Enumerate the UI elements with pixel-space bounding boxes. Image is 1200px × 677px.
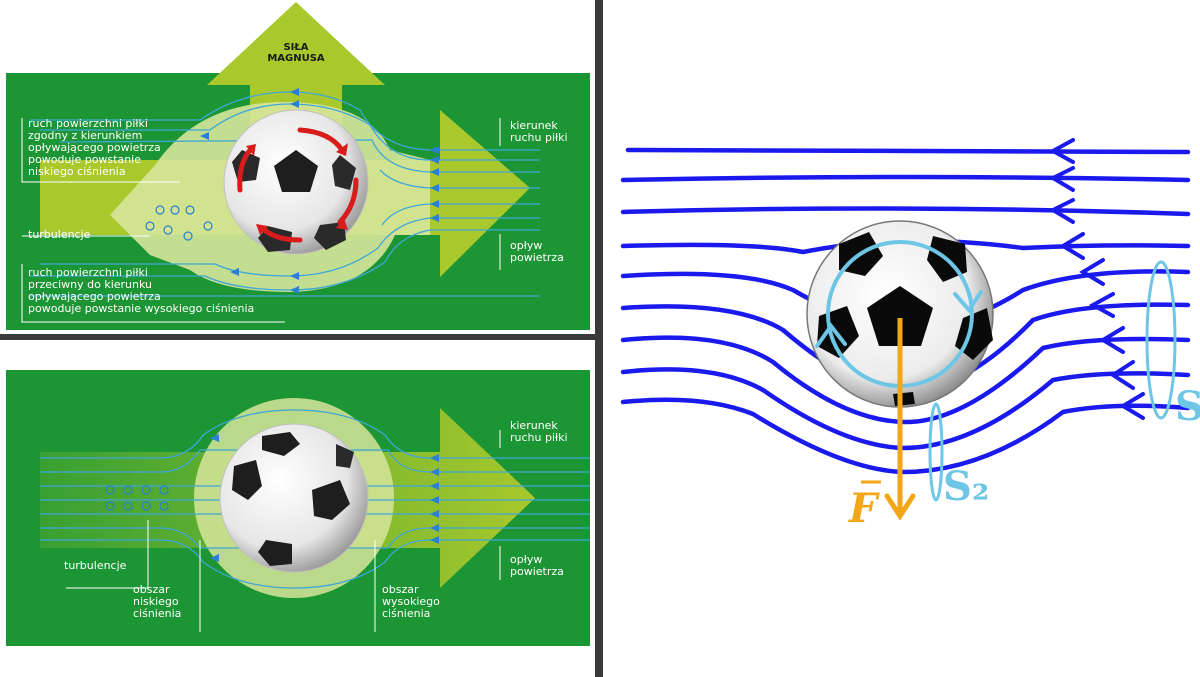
- magnus-force-label: SIŁA MAGNUSA: [267, 42, 325, 64]
- callout-lines: [66, 430, 501, 632]
- streamline-illustration: F S₂ S: [620, 138, 1200, 532]
- pressure-areas-illustration: [6, 370, 590, 646]
- circulation-arrowheads: [815, 290, 983, 348]
- soccer-ball-spinning: [223, 109, 369, 255]
- flow-arrowheads: [210, 434, 439, 562]
- turbulence-swirls: [105, 485, 169, 511]
- turbulence-label: turbulencje: [64, 559, 127, 572]
- high-pressure-explanation: ruch powierzchni piłki przeciwny do kier…: [28, 266, 255, 315]
- ball-direction-label: kierunek ruchu piłki: [510, 419, 568, 444]
- turbulence-label: turbulencje: [28, 228, 91, 241]
- area-s2-ellipse: [928, 402, 944, 502]
- force-arrowhead: [884, 493, 916, 521]
- callout-lines: [21, 118, 501, 323]
- pressure-areas-diagram: kierunek ruchu piłki opływ powietrza tur…: [0, 340, 600, 677]
- ball-direction-label: kierunek ruchu piłki: [510, 119, 568, 144]
- soccer-ball: [806, 220, 994, 408]
- area-s2-label: S₂: [943, 463, 989, 510]
- area-s1-ellipse: [1145, 260, 1177, 420]
- flow-arrowheads: [200, 88, 439, 294]
- rotation-arrowheads: [246, 143, 348, 235]
- low-pressure-explanation: ruch powierzchni piłki zgodny z kierunki…: [28, 117, 161, 178]
- soccer-ball: [219, 423, 369, 573]
- area-s1-label: S: [1175, 383, 1200, 430]
- low-pressure-area-label: obszar niskiego ciśnienia: [133, 583, 182, 620]
- turbulence-swirls: [145, 205, 213, 241]
- magnus-force-illustration: [6, 2, 590, 330]
- high-pressure-area-label: obszar wysokiego ciśnienia: [382, 583, 440, 620]
- airflow-label: opływ powietrza: [510, 553, 564, 578]
- magnus-force-diagram: SIŁA MAGNUSA ruch powierzchni piłki zgod…: [0, 0, 600, 335]
- airflow-label: opływ powietrza: [510, 239, 564, 264]
- streamline-force-diagram: F S₂ S: [603, 0, 1200, 677]
- force-label: F: [848, 485, 880, 532]
- horizontal-divider: [0, 334, 600, 340]
- streamline-arrowheads: [1048, 138, 1145, 420]
- airflow-lines: [30, 91, 540, 297]
